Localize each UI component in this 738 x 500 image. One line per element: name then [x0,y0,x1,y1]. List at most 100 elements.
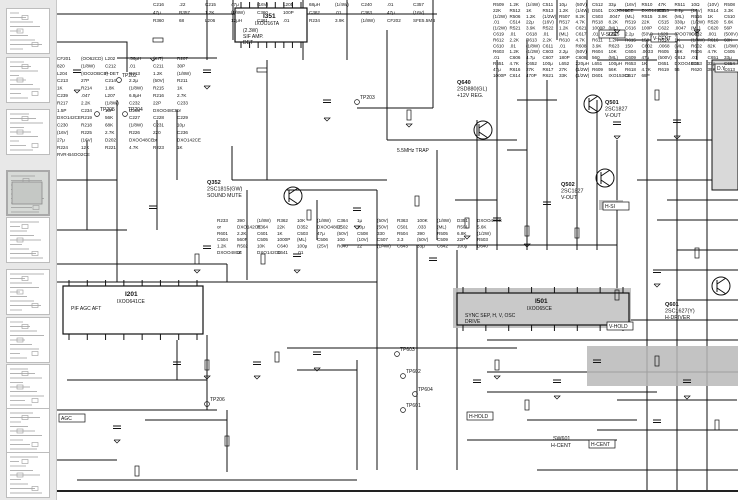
part-text: R516 [691,14,702,19]
part-text: or [237,250,242,255]
transistor-q601-ref: Q601 [665,302,679,308]
part-text: (1/4W) [377,244,391,249]
part-text: (50V) [337,231,349,236]
part-text: C236 [177,130,188,135]
net-label-box [606,321,634,331]
test-point-symbol [412,391,418,397]
part-text: (1/2W) [543,14,557,19]
part-text: 68 [179,18,185,23]
page-thumbnail-2[interactable] [6,57,50,103]
part-text: 27μ [57,137,65,142]
ic-i501-part: IXOO65CE [527,306,553,312]
part-text: .01 [387,2,394,7]
part-text: R613 [526,37,537,42]
part-text: D202 [105,137,116,142]
part-text: (POO70CE) [675,32,700,37]
part-text: C617 [576,32,587,37]
page-thumbnail-5[interactable] [6,217,50,263]
part-text: 820 [57,63,65,68]
part-text: 1K [708,14,715,19]
page-thumbnail-4[interactable] [6,170,50,216]
transistor-q501-part: 2SC1827 [605,107,627,113]
part-text: .033 [417,224,426,229]
part-text: C513 [658,8,669,13]
part-text: 220μH [576,61,590,66]
part-text: C239 [57,93,68,98]
ic-i351-ref: I351 [263,13,276,20]
part-text: CF202 [387,18,401,23]
test-point-symbol [122,111,128,117]
part-text: .01 [592,32,599,37]
transistor-q352-desc: SOUND MUTE [207,193,242,199]
part-text: (KIT) [153,56,164,61]
part-text: R611 [592,37,603,42]
part-text: C227 [129,115,140,120]
resistor-symbol [654,89,660,101]
part-text: C610 [493,43,504,48]
ic-i201-line: PIF AGC AFT [71,306,101,312]
part-text: C607 [543,55,554,60]
part-text: C514 [510,20,521,25]
part-text: (1/2W) [493,26,507,31]
part-text: 47K [658,2,667,7]
test-point-symbol [94,111,100,117]
transistor-q501-ref: Q501 [605,100,619,106]
part-text: C215 [205,2,216,7]
part-text: IXO153CE [609,73,631,78]
page-thumbnail-9[interactable] [6,408,50,454]
part-text: R521 [510,26,521,31]
part-text: R218 [81,123,92,128]
part-text: .01 [283,18,290,23]
part-text: 1.2K [609,37,619,42]
transistor-q501-desc: V-OUT [605,113,622,119]
part-text: DXOO48CE [153,108,178,113]
part-text: (50V) [642,32,654,37]
part-text: C619 [493,32,504,37]
ground-symbol [553,395,561,400]
page-thumbnail-1[interactable] [6,8,50,54]
ic-i501-body [456,292,630,326]
page-thumbnail-8[interactable] [6,364,50,410]
part-text: C364 [337,218,348,223]
part-text: R505 [437,231,448,236]
part-text: R363 [397,218,408,223]
part-text: 56P [724,26,732,31]
part-text: C230 [57,123,68,128]
part-text: C504 [217,237,228,242]
part-text: 47μ [387,10,395,15]
page-thumbnail-6[interactable] [6,269,50,315]
part-text: 4.7K [708,49,718,54]
page-thumbnail-10[interactable] [6,452,50,498]
part-text: 27K [526,67,535,72]
part-text: DXO142CE [642,8,666,13]
part-text: (16V) [57,130,69,135]
part-text: R510 [642,2,653,7]
resistor-symbol [574,227,580,239]
part-text: L652 [559,61,570,66]
part-text: (1/2W) [691,20,705,25]
ground-symbol [73,89,81,94]
part-text: R507 [559,14,570,19]
page-thumbnail-sidebar[interactable] [0,0,57,500]
page-thumbnail-7[interactable] [6,317,50,363]
part-text: (1/2W) [477,231,491,236]
part-text: (1/8W) [724,43,738,48]
part-text: R514 [708,8,719,13]
part-text: D651 [658,61,669,66]
page-thumbnail-3[interactable] [6,109,50,155]
part-text: R223 [153,145,164,150]
part-text: DXOO48CE [675,61,700,66]
part-text: L202 [105,56,116,61]
part-text: (50V) [417,237,429,242]
part-text: .001 [708,32,717,37]
resistor-symbol [306,209,312,221]
part-text: 18K [675,49,684,54]
part-text: C609 [625,55,636,60]
part-text: 1.2K [526,14,536,19]
part-text: 560P [237,237,248,242]
part-text: R215 [153,86,164,91]
part-text: 47μ [642,55,650,60]
part-text: 3.9K [526,26,536,31]
net-label-agc: AGC [61,416,72,422]
